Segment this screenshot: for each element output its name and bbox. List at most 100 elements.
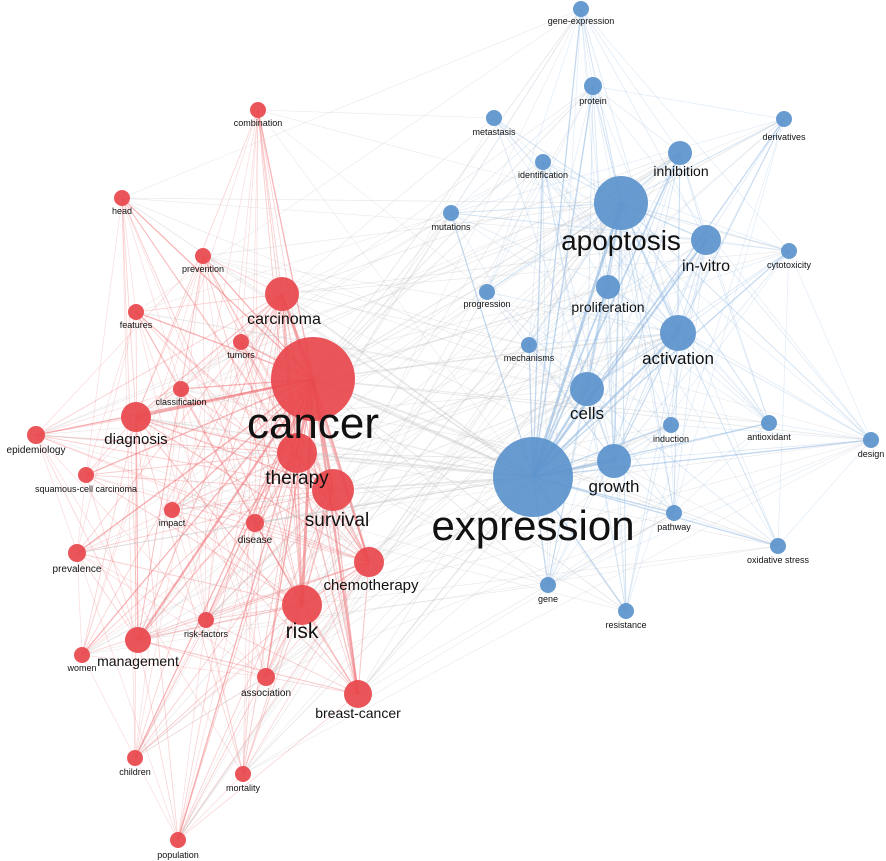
node-therapy[interactable] bbox=[277, 433, 317, 473]
node-disease[interactable] bbox=[246, 514, 264, 532]
node-label-induction: induction bbox=[653, 434, 689, 444]
edge-cancer-risk-factors bbox=[205, 378, 314, 621]
node-population[interactable] bbox=[170, 832, 186, 848]
node-apoptosis[interactable] bbox=[594, 176, 648, 230]
edge-diagnosis-women bbox=[81, 416, 137, 656]
node-cancer[interactable] bbox=[271, 337, 355, 421]
edge-in-vitro-derivatives bbox=[705, 118, 785, 241]
node-impact[interactable] bbox=[164, 502, 180, 518]
node-mutations[interactable] bbox=[443, 205, 459, 221]
node-head[interactable] bbox=[114, 190, 130, 206]
node-progression[interactable] bbox=[479, 284, 495, 300]
node-prevalence[interactable] bbox=[68, 544, 86, 562]
edge-gene-expression-mutations bbox=[450, 8, 582, 214]
node-carcinoma[interactable] bbox=[265, 277, 299, 311]
node-label-protein: protein bbox=[579, 96, 607, 106]
node-chemotherapy[interactable] bbox=[354, 547, 384, 577]
node-risk-factors[interactable] bbox=[198, 612, 214, 628]
edge-apoptosis-oxidative-stress bbox=[620, 202, 779, 547]
node-label-mutations: mutations bbox=[431, 222, 471, 232]
edge-features-mortality bbox=[135, 311, 244, 775]
node-combination[interactable] bbox=[250, 102, 266, 118]
edge-tumors-classification bbox=[180, 341, 242, 390]
node-breast-cancer[interactable] bbox=[344, 680, 372, 708]
edge-therapy-progression bbox=[296, 291, 488, 454]
edge-classification-association bbox=[180, 388, 267, 678]
edge-chemotherapy-association bbox=[265, 561, 370, 678]
edge-features-association bbox=[135, 311, 267, 678]
node-resistance[interactable] bbox=[618, 603, 634, 619]
node-association[interactable] bbox=[257, 668, 275, 686]
edge-apoptosis-gene-expression bbox=[580, 8, 622, 204]
node-epidemiology[interactable] bbox=[27, 426, 45, 444]
node-oxidative-stress[interactable] bbox=[770, 538, 786, 554]
edge-therapy-children bbox=[134, 452, 298, 759]
node-label-resistance: resistance bbox=[605, 620, 646, 630]
node-metastasis[interactable] bbox=[486, 110, 502, 126]
edge-impact-prevalence bbox=[76, 509, 173, 554]
edge-management-cells bbox=[137, 388, 588, 641]
edge-cancer-breast-cancer bbox=[311, 378, 360, 695]
edge-cancer-proliferation bbox=[312, 286, 609, 380]
node-label-cytotoxicity: cytotoxicity bbox=[767, 260, 812, 270]
node-pathway[interactable] bbox=[666, 505, 682, 521]
node-growth[interactable] bbox=[597, 444, 631, 478]
node-inhibition[interactable] bbox=[668, 141, 692, 165]
node-label-gene-expression: gene-expression bbox=[548, 16, 615, 26]
edge-epidemiology-risk-factors bbox=[35, 434, 207, 621]
node-features[interactable] bbox=[128, 304, 144, 320]
edge-prevention-impact bbox=[171, 255, 204, 511]
edge-cancer-epidemiology bbox=[35, 378, 314, 436]
node-women[interactable] bbox=[74, 647, 90, 663]
edge-diagnosis-mortality bbox=[135, 416, 244, 775]
node-label-design: design bbox=[858, 449, 885, 459]
node-classification[interactable] bbox=[173, 381, 189, 397]
node-proliferation[interactable] bbox=[596, 275, 620, 299]
edge-survival-risk-factors bbox=[205, 489, 334, 621]
edge-diagnosis-cytotoxicity bbox=[135, 250, 790, 418]
edge-diagnosis-oxidative-stress bbox=[135, 416, 779, 547]
node-derivatives[interactable] bbox=[776, 111, 792, 127]
node-design[interactable] bbox=[863, 432, 879, 448]
node-in-vitro[interactable] bbox=[691, 225, 721, 255]
node-cytotoxicity[interactable] bbox=[781, 243, 797, 259]
node-label-pathway: pathway bbox=[657, 522, 691, 532]
node-protein[interactable] bbox=[584, 77, 602, 95]
edge-women-children bbox=[81, 654, 136, 759]
edge-cancer-association bbox=[265, 378, 314, 678]
edge-protein-mutations bbox=[450, 85, 594, 214]
node-expression[interactable] bbox=[493, 437, 573, 517]
node-prevention[interactable] bbox=[195, 248, 211, 264]
node-mortality[interactable] bbox=[235, 766, 251, 782]
edge-growth-progression bbox=[486, 291, 615, 462]
node-antioxidant[interactable] bbox=[761, 415, 777, 431]
node-activation[interactable] bbox=[660, 315, 696, 351]
node-squamous-cell-carcinoma[interactable] bbox=[78, 467, 94, 483]
node-induction[interactable] bbox=[663, 417, 679, 433]
edge-cancer-derivatives bbox=[312, 118, 785, 380]
node-identification[interactable] bbox=[535, 154, 551, 170]
edge-chemotherapy-mortality bbox=[242, 561, 370, 775]
node-mechanisms[interactable] bbox=[521, 337, 537, 353]
node-management[interactable] bbox=[125, 627, 151, 653]
node-cells[interactable] bbox=[570, 372, 604, 406]
node-gene[interactable] bbox=[540, 577, 556, 593]
edge-expression-inhibition bbox=[532, 152, 681, 478]
edge-management-epidemiology bbox=[35, 434, 139, 641]
edge-prevalence-expression bbox=[76, 476, 534, 554]
node-label-in-vitro: in-vitro bbox=[682, 258, 730, 275]
edge-chemotherapy-classification bbox=[180, 388, 370, 563]
node-label-inhibition: inhibition bbox=[653, 163, 708, 179]
edge-impact-inhibition bbox=[171, 152, 681, 511]
edge-cells-progression bbox=[486, 291, 588, 390]
node-children[interactable] bbox=[127, 750, 143, 766]
node-diagnosis[interactable] bbox=[121, 402, 151, 432]
node-tumors[interactable] bbox=[233, 334, 249, 350]
node-gene-expression[interactable] bbox=[573, 1, 589, 17]
node-label-identification: identification bbox=[518, 170, 568, 180]
edge-activation-growth bbox=[613, 332, 679, 462]
node-survival[interactable] bbox=[312, 469, 354, 511]
edge-children-metastasis bbox=[134, 117, 495, 759]
edge-survival-tumors bbox=[240, 341, 334, 491]
node-risk[interactable] bbox=[282, 585, 322, 625]
